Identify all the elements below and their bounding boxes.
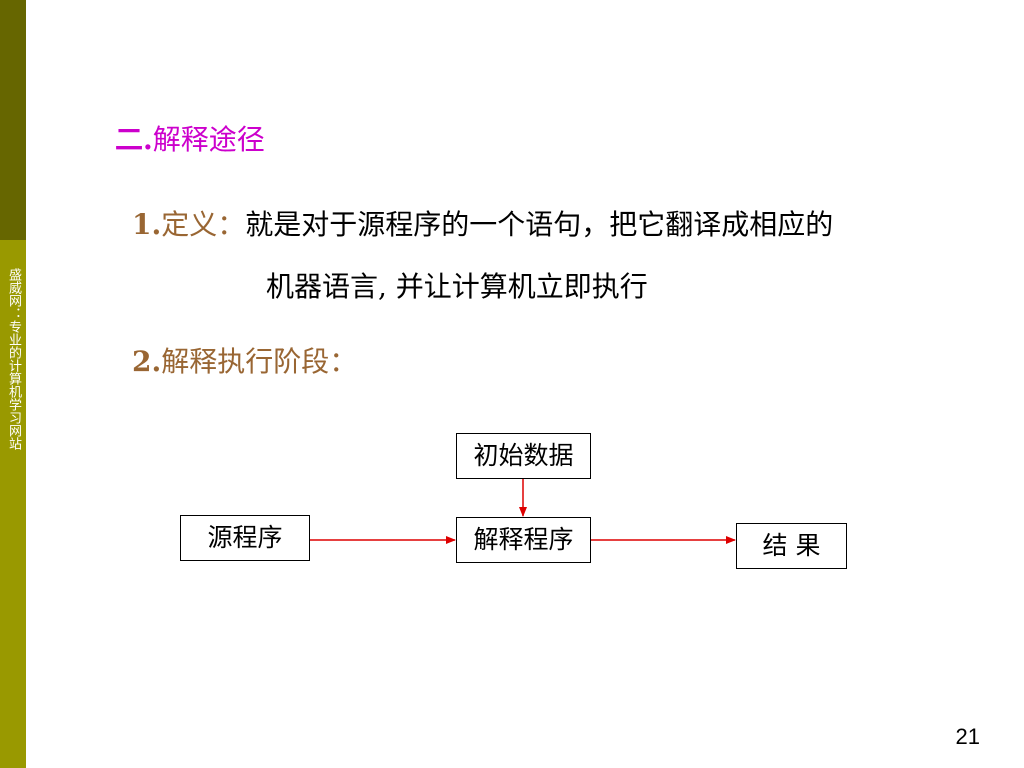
sidebar-site-text: 盛威网：专业的计算机学习网站 bbox=[6, 268, 21, 450]
definition-text-line2: 机器语言, 并让计算机立即执行 bbox=[266, 270, 648, 303]
section-heading-number: 二. bbox=[115, 123, 153, 156]
box-interpreter: 解释程序 bbox=[456, 517, 591, 563]
stages-item: 2.解释执行阶段： bbox=[132, 340, 357, 380]
stages-label: 解释执行阶段： bbox=[161, 345, 358, 378]
sidebar-bottom-band bbox=[0, 240, 26, 768]
page-number: 21 bbox=[955, 724, 980, 749]
box-initial-data: 初始数据 bbox=[456, 433, 591, 479]
stages-number: 2. bbox=[132, 345, 162, 378]
definition-number: 1. bbox=[132, 208, 162, 241]
box-result: 结 果 bbox=[736, 523, 847, 569]
box-source-program: 源程序 bbox=[180, 515, 310, 561]
section-heading-text: 解释途径 bbox=[152, 123, 265, 156]
definition-item: 1.定义：就是对于源程序的一个语句，把它翻译成相应的 bbox=[132, 203, 833, 243]
section-heading: 二.解释途径 bbox=[115, 118, 265, 158]
definition-label: 定义： bbox=[161, 208, 246, 241]
definition-text-line1: 就是对于源程序的一个语句，把它翻译成相应的 bbox=[245, 208, 834, 241]
sidebar-top-band bbox=[0, 0, 26, 240]
